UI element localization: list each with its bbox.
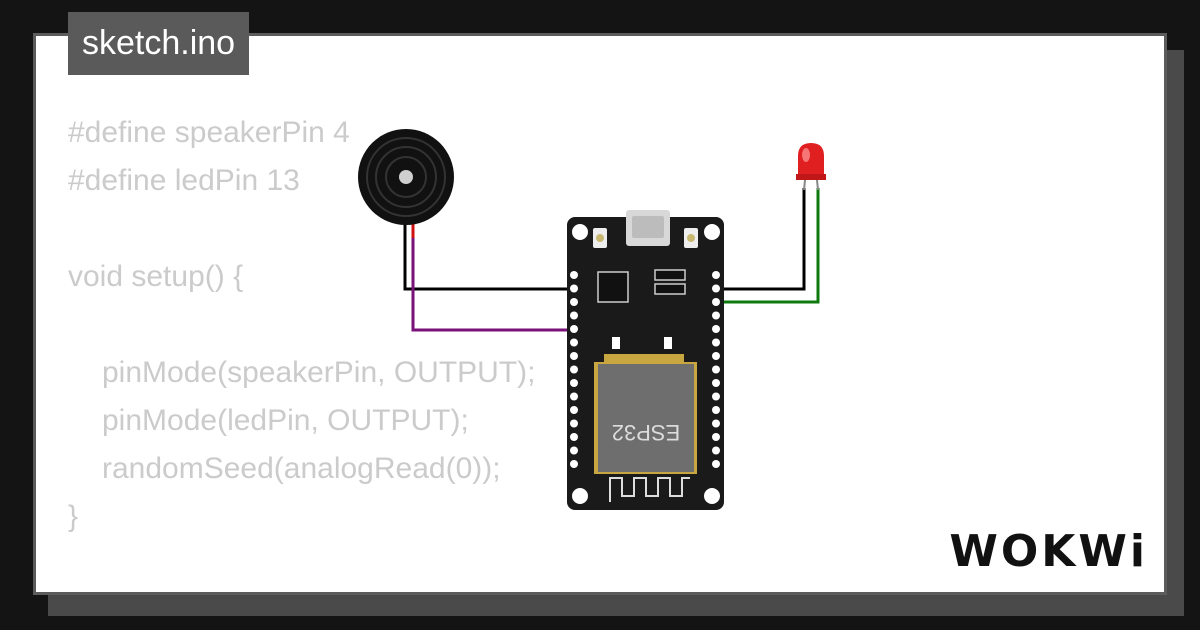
header-pin[interactable]: [570, 379, 578, 387]
header-pin[interactable]: [570, 338, 578, 347]
header-pin[interactable]: [712, 325, 720, 333]
esp32-board-icon[interactable]: ESP32: [567, 210, 724, 510]
led-icon[interactable]: [796, 143, 826, 191]
code-line: randomSeed(analogRead(0));: [102, 452, 501, 485]
wire-buzzer-signal: [411, 222, 574, 332]
header-pin[interactable]: [570, 392, 578, 401]
code-line: }: [68, 500, 79, 533]
wire-led-gnd: [716, 188, 806, 291]
header-pin[interactable]: [570, 325, 578, 333]
header-pin[interactable]: [712, 406, 720, 414]
wire-buzzer-gnd: [403, 222, 574, 291]
code-line: #define speakerPin 4: [68, 116, 350, 149]
code-line: void setup() {: [68, 260, 244, 293]
header-pin[interactable]: [570, 433, 578, 441]
header-pin[interactable]: [570, 460, 578, 468]
header-pin[interactable]: [712, 460, 720, 468]
pin-header-left: [570, 271, 578, 468]
header-pin[interactable]: [712, 392, 720, 401]
header-pin[interactable]: [570, 284, 578, 293]
header-pin[interactable]: [570, 406, 578, 414]
header-pin[interactable]: [712, 352, 720, 360]
header-pin[interactable]: [570, 271, 578, 279]
header-pin[interactable]: [712, 311, 720, 320]
header-pin[interactable]: [712, 446, 720, 455]
pin-header-right: [712, 271, 720, 468]
header-pin[interactable]: [712, 298, 720, 306]
code-line: pinMode(speakerPin, OUTPUT);: [102, 356, 536, 389]
header-pin[interactable]: [712, 365, 720, 374]
header-pin[interactable]: [712, 338, 720, 347]
code-line: #define ledPin 13: [68, 164, 300, 197]
header-pin[interactable]: [570, 365, 578, 374]
header-pin[interactable]: [570, 446, 578, 455]
header-pin[interactable]: [712, 433, 720, 441]
wire-led-signal: [716, 188, 820, 304]
buzzer-icon[interactable]: [358, 129, 454, 225]
chip-label: ESP32: [612, 420, 681, 445]
header-pin[interactable]: [712, 271, 720, 279]
header-pin[interactable]: [570, 311, 578, 320]
header-pin[interactable]: [712, 419, 720, 428]
code-line: pinMode(ledPin, OUTPUT);: [102, 404, 469, 437]
header-pin[interactable]: [570, 352, 578, 360]
header-pin[interactable]: [570, 419, 578, 428]
header-pin[interactable]: [712, 284, 720, 293]
header-pin[interactable]: [712, 379, 720, 387]
header-pin[interactable]: [570, 298, 578, 306]
wokwi-logo: WOKWi: [949, 526, 1148, 577]
file-tab[interactable]: sketch.ino: [68, 12, 250, 75]
code-editor: #define speakerPin 4 #define ledPin 13 v…: [68, 109, 535, 589]
